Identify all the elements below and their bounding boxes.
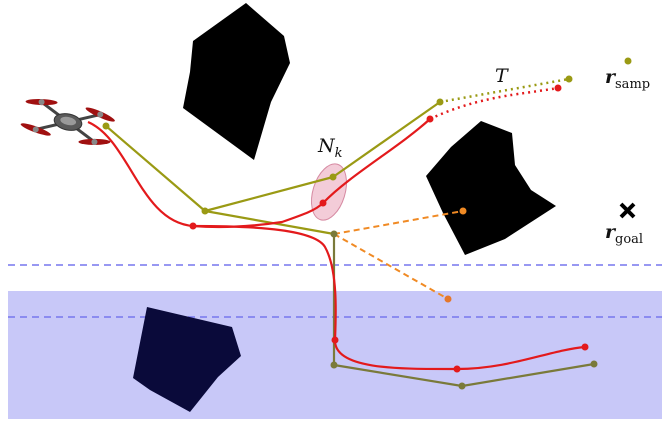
tree-node (590, 360, 598, 368)
path-node (319, 199, 327, 207)
tree-node (436, 98, 444, 106)
tree-nodes (102, 75, 598, 390)
sample-point-label: rsamp (605, 66, 650, 92)
path-node (453, 365, 461, 373)
obstacle-bottom (133, 307, 241, 412)
tree-edges (105, 77, 595, 388)
tree-edge (332, 101, 441, 178)
tree-edge (461, 362, 595, 388)
tree-edge (333, 363, 463, 388)
path-node (554, 84, 562, 92)
candidate-node (459, 207, 467, 215)
goal-label: rgoal (605, 221, 643, 247)
tree-node (330, 361, 338, 369)
obstacle-right (426, 121, 556, 255)
sample-point-marker (624, 57, 632, 65)
candidate-edge-upper (333, 210, 464, 235)
path-node (581, 343, 589, 351)
tree-node (458, 382, 466, 390)
path-node (331, 336, 339, 344)
cross-mark-icon (619, 202, 636, 219)
smooth-path-dotted (429, 86, 559, 121)
tree-label: T (495, 65, 509, 87)
tree-node (201, 207, 209, 215)
path-nodes (189, 84, 589, 373)
candidate-node (444, 295, 452, 303)
tree-node (102, 122, 110, 130)
tree-edge (105, 125, 206, 212)
tree-node (330, 230, 338, 238)
tree-edge (204, 175, 334, 213)
path-node (189, 222, 197, 230)
obstacle-top (183, 3, 290, 160)
tree-edge (204, 209, 335, 236)
candidate-edge-lower (333, 233, 449, 300)
tree-node (329, 173, 337, 181)
neighborhood-label: Nk (317, 135, 343, 161)
tree-node (565, 75, 573, 83)
smooth-path-main (87, 118, 431, 229)
tree-edge-dotted (439, 77, 570, 104)
path-node (426, 115, 434, 123)
quadrotor-drone-icon (20, 99, 115, 145)
